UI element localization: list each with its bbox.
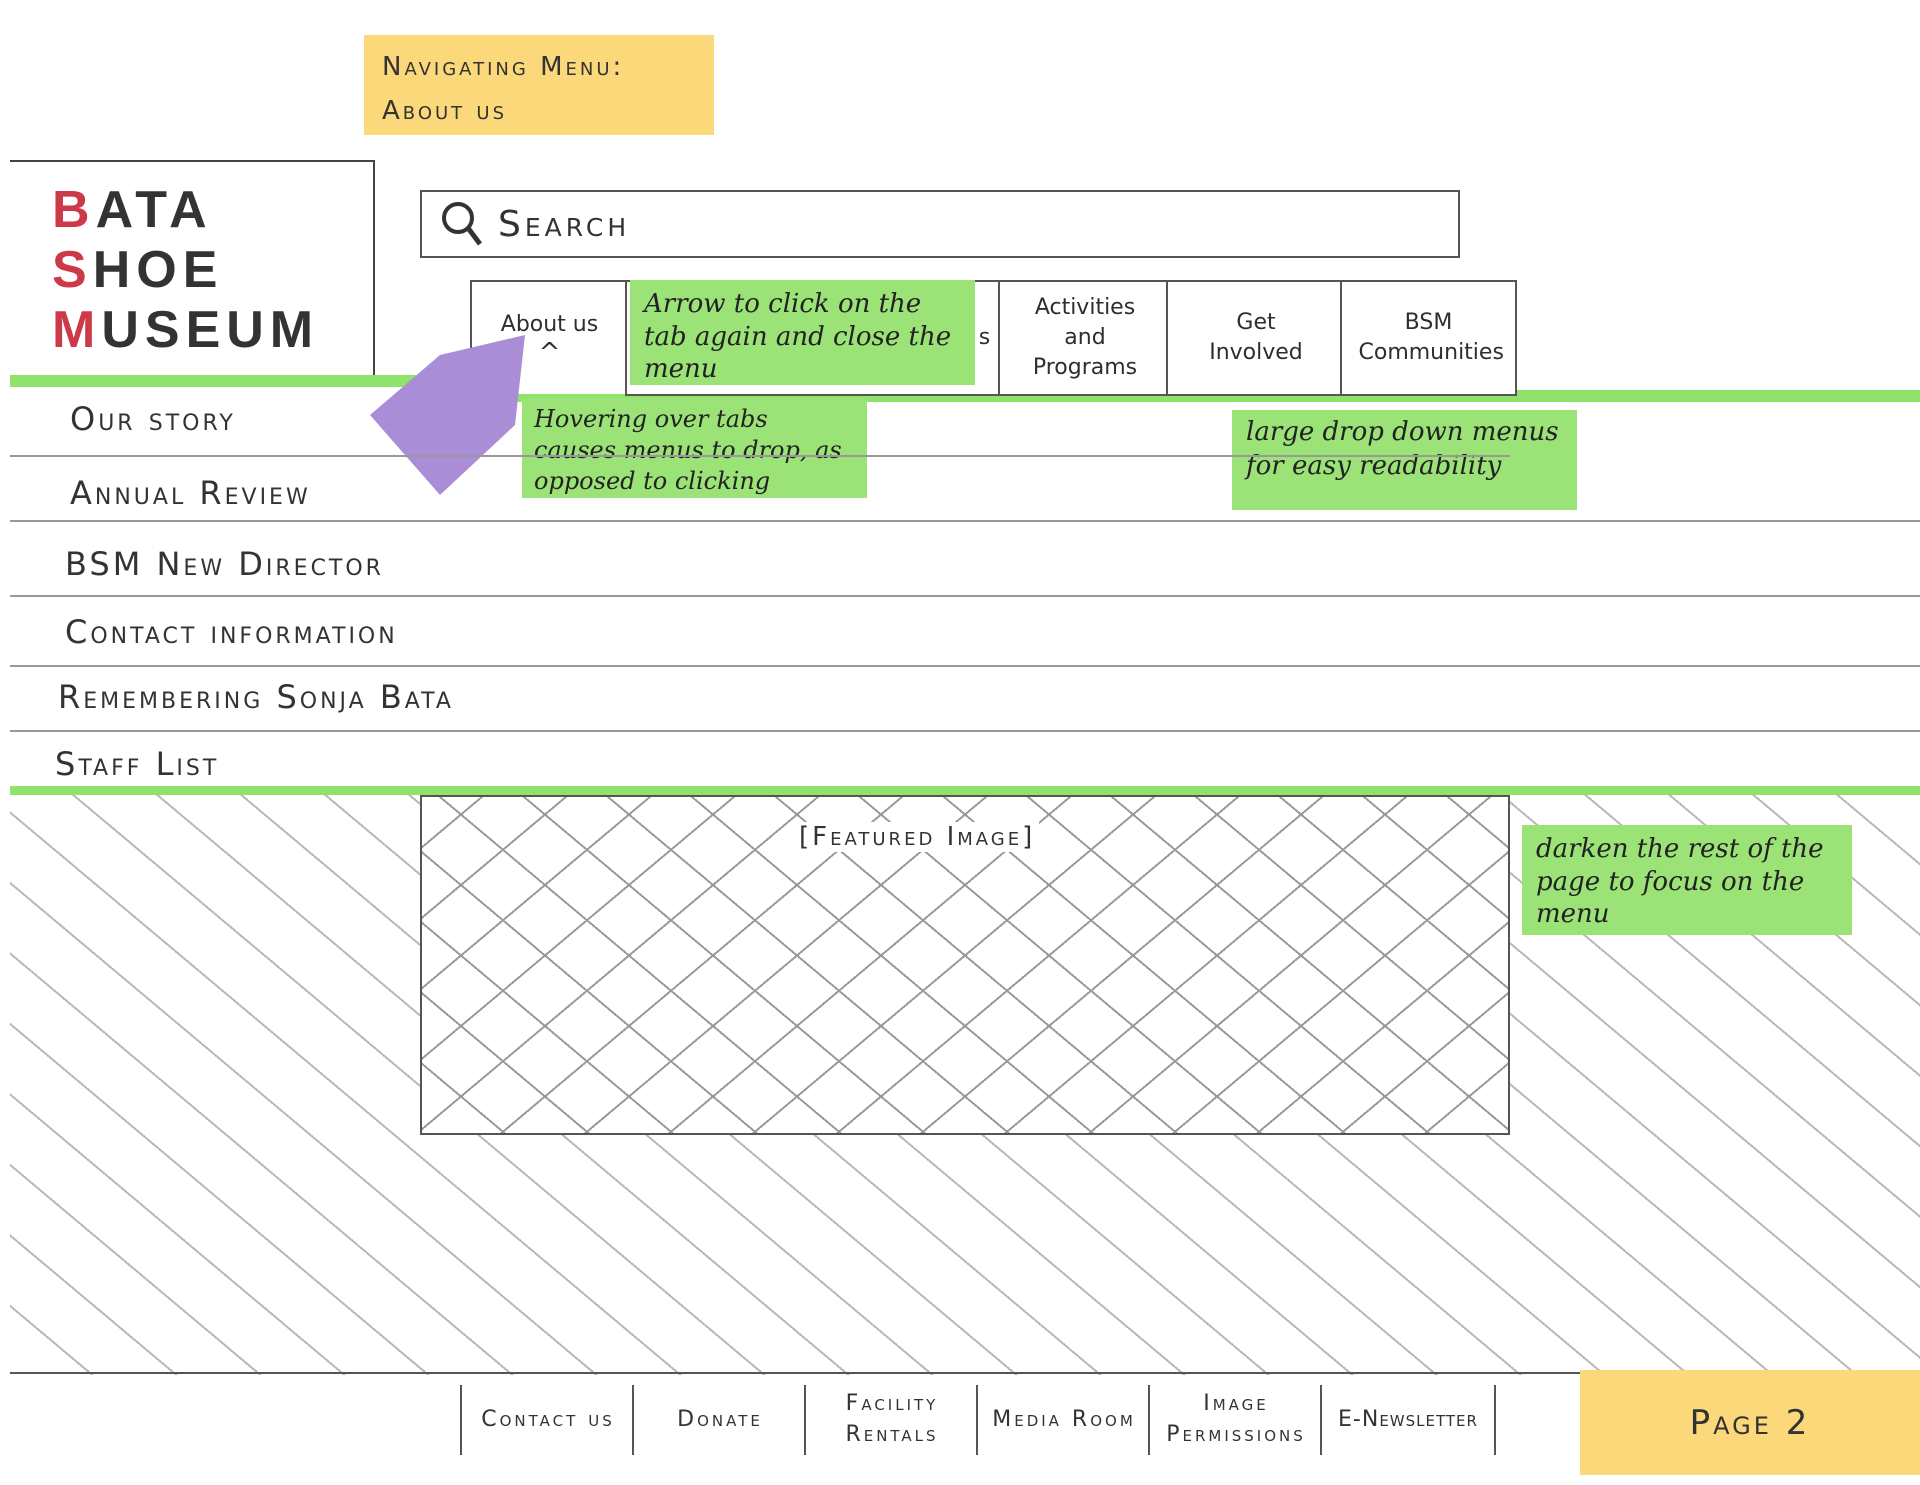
featured-image[interactable] xyxy=(420,795,1510,1135)
tab-bsm-communities[interactable]: BSM Communities xyxy=(1340,280,1517,396)
search-label: Search xyxy=(498,203,631,245)
logo[interactable]: BATA SHOE MUSEUM xyxy=(10,160,375,380)
main-nav: About us ^ s Activities and Programs Get… xyxy=(470,280,1517,396)
tab-label: About us xyxy=(500,312,599,338)
menu-divider xyxy=(10,455,1510,457)
featured-image-label: [Featured Image] xyxy=(795,822,1040,852)
menu-item-remembering-sonja-bata[interactable]: Remembering Sonja Bata xyxy=(58,678,454,716)
logo-line-1: BATA xyxy=(52,181,213,239)
menu-divider xyxy=(10,730,1920,732)
footer-link-e-newsletter[interactable]: E-Newsletter xyxy=(1320,1385,1496,1455)
footer-divider xyxy=(10,1372,1920,1374)
purple-arrow-icon xyxy=(370,335,525,495)
title-sticky-note: Navigating Menu: About us xyxy=(364,35,714,135)
tab-label: Get Involved xyxy=(1209,310,1303,365)
logo-line-2: SHOE xyxy=(52,241,224,299)
footer-link-donate[interactable]: Donate xyxy=(632,1385,806,1455)
close-menu-arrow-icon[interactable]: ^ xyxy=(538,337,561,368)
menu-divider xyxy=(10,520,1920,522)
arrow-annotation-note: Arrow to click on the tab again and clos… xyxy=(630,280,975,385)
menu-item-staff-list[interactable]: Staff List xyxy=(55,745,220,783)
dropdown-annotation-note: large drop down menus for easy readabili… xyxy=(1232,410,1577,510)
logo-line-3: MUSEUM xyxy=(52,301,320,359)
menu-item-bsm-new-director[interactable]: BSM New Director xyxy=(65,545,384,583)
hover-annotation-note: Hovering over tabs causes menus to drop,… xyxy=(522,398,867,498)
tab-label: BSM Communities xyxy=(1358,310,1504,365)
tab-get-involved[interactable]: Get Involved xyxy=(1166,280,1346,396)
menu-divider xyxy=(10,595,1920,597)
menu-divider xyxy=(10,665,1920,667)
footer-link-media-room[interactable]: Media Room xyxy=(976,1385,1150,1455)
tab-activities-programs[interactable]: Activities and Programs xyxy=(998,280,1172,396)
search-icon xyxy=(442,202,482,246)
menu-item-contact-information[interactable]: Contact information xyxy=(65,613,398,651)
page-number-note: Page 2 xyxy=(1580,1370,1920,1475)
darken-annotation-note: darken the rest of the page to focus on … xyxy=(1522,825,1852,935)
footer-link-image-permissions[interactable]: Image Permissions xyxy=(1148,1385,1322,1455)
search-input[interactable]: Search xyxy=(420,190,1460,258)
menu-item-annual-review[interactable]: Annual Review xyxy=(70,474,311,512)
tab-label: s xyxy=(978,325,991,351)
title-note-text: Navigating Menu: About us xyxy=(382,52,625,127)
tab-label: Activities and Programs xyxy=(1032,295,1138,380)
footer-link-facility-rentals[interactable]: Facility Rentals xyxy=(804,1385,978,1455)
menu-item-our-story[interactable]: Our story xyxy=(70,400,236,438)
header-divider xyxy=(10,375,480,387)
footer-link-contact-us[interactable]: Contact us xyxy=(460,1385,634,1455)
